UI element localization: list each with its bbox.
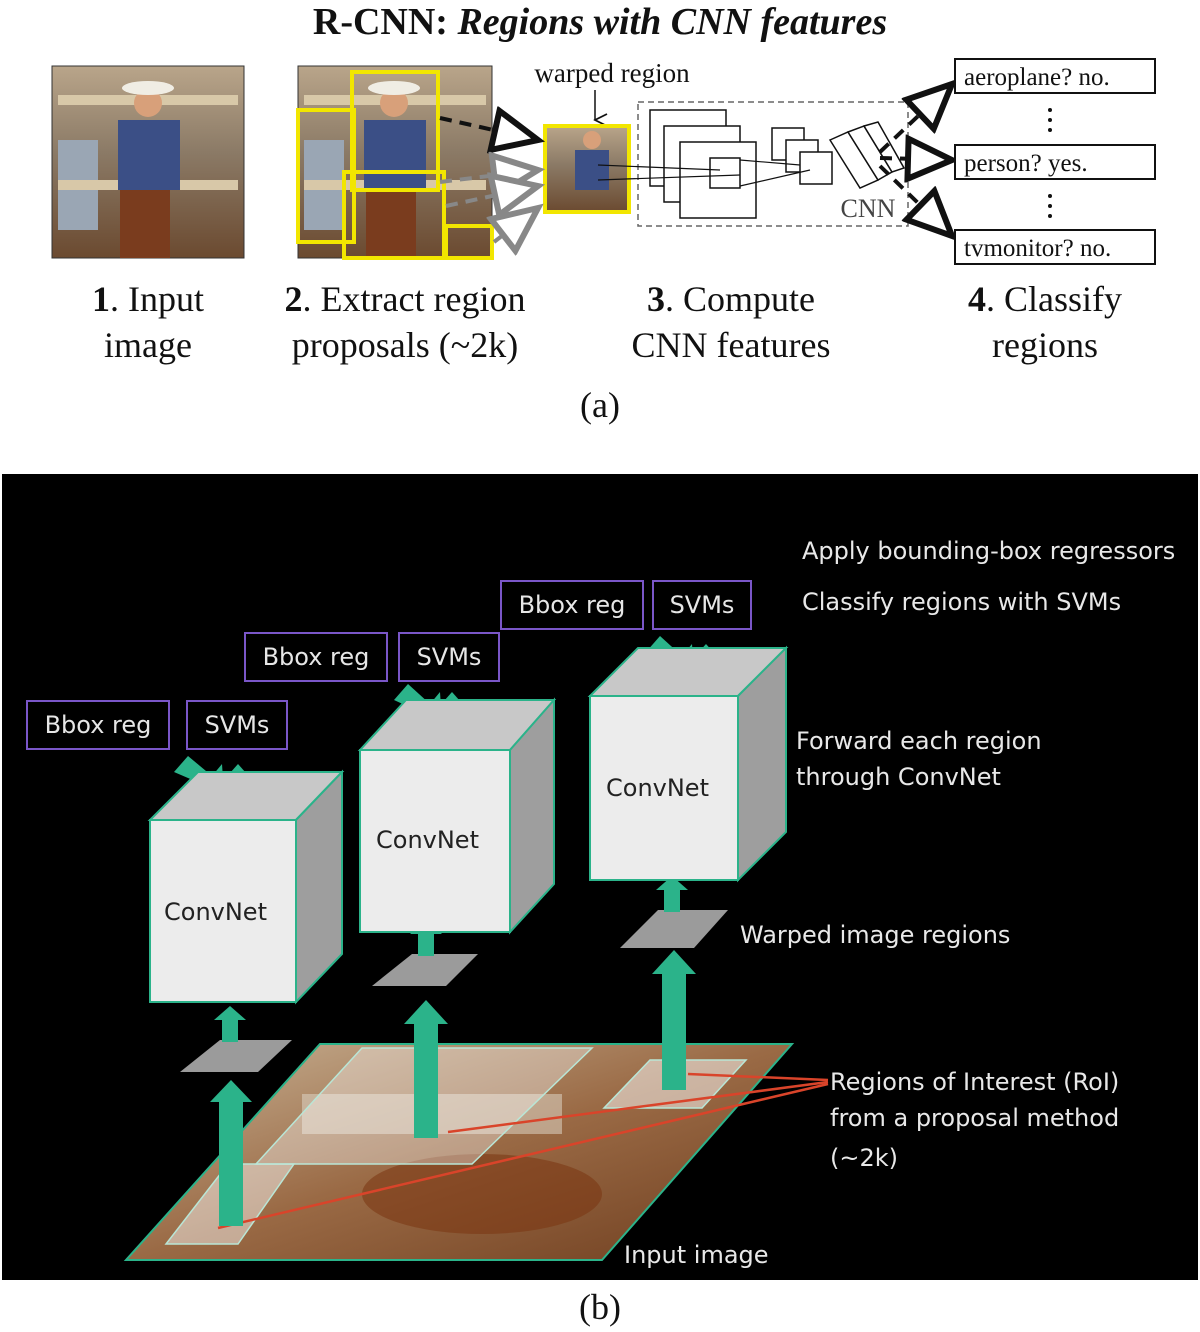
- step-line1: . Input: [110, 279, 204, 319]
- convnet-label-2: ConvNet: [376, 826, 479, 854]
- class-result-tvmonitor: tvmonitor? no.: [954, 229, 1156, 265]
- bbox-reg-box-2: Bbox reg: [244, 632, 388, 682]
- panel-a-caption: (a): [580, 385, 620, 425]
- class-arrow-top: [878, 84, 952, 154]
- title-italic: Regions with CNN features: [457, 1, 888, 43]
- class-result-aeroplane: aeroplane? no.: [954, 58, 1156, 94]
- step-line2: image: [104, 325, 192, 365]
- panel-b-caption: (b): [579, 1287, 621, 1327]
- cnn-layers: [649, 109, 906, 219]
- step-line2: CNN features: [631, 325, 831, 365]
- svms-box-1: SVMs: [186, 700, 288, 750]
- annotation-forward-1: Forward each region: [796, 727, 1042, 755]
- svms-box-3: SVMs: [652, 580, 752, 630]
- step-number: 4: [967, 279, 986, 319]
- proposal-arrow-4: [494, 208, 538, 242]
- annotation-roi-2: from a proposal method: [830, 1104, 1120, 1132]
- annotation-classify-svms: Classify regions with SVMs: [802, 588, 1122, 616]
- ellipsis-dots: [1048, 108, 1052, 218]
- cnn-label: CNN: [841, 194, 896, 223]
- annotation-forward-2: through ConvNet: [796, 763, 1001, 791]
- warped-plate-3: [620, 910, 728, 948]
- annotation-warped-regions: Warped image regions: [740, 921, 1011, 949]
- step-number: 3: [647, 279, 665, 319]
- step-2-caption: 2. Extract region proposals (~2k): [250, 276, 560, 368]
- cnn-connectors: [597, 159, 811, 187]
- step-4-caption: 4. Classify regions: [930, 276, 1160, 368]
- step-line1: . Classify: [985, 279, 1122, 319]
- svms-box-2: SVMs: [398, 632, 500, 682]
- input-image-photo: [51, 65, 245, 259]
- class-arrow-bottom: [878, 164, 952, 236]
- annotation-roi-1: Regions of Interest (RoI): [830, 1068, 1120, 1096]
- warped-plate-2: [372, 954, 478, 986]
- proposal-arrow-3: [445, 186, 538, 206]
- roi-pointer-lines: [217, 1072, 829, 1230]
- warped-plate-1: [180, 1040, 292, 1072]
- bbox-reg-box-1: Bbox reg: [26, 700, 170, 750]
- warped-region-photo: [543, 124, 631, 214]
- convnet-label-3: ConvNet: [606, 774, 709, 802]
- convnet-cube-2: [357, 697, 557, 935]
- rcnn-pipeline-graphic: warped region CNN: [51, 58, 1052, 260]
- step-line1: . Compute: [665, 279, 815, 319]
- annotation-input-image: Input image: [624, 1241, 769, 1269]
- title-bold: R-CNN:: [312, 1, 448, 43]
- convnet-cube-3: [587, 645, 789, 883]
- region-proposals-photo: [297, 65, 493, 259]
- step-line2: proposals (~2k): [291, 325, 519, 365]
- warped-region-label: warped region: [534, 58, 690, 88]
- step-line2: regions: [992, 325, 1098, 365]
- panel-b-graphic: [123, 636, 829, 1261]
- bbox-reg-box-3: Bbox reg: [500, 580, 644, 630]
- proposal-arrow-main: [439, 118, 538, 140]
- annotation-roi-3: (~2k): [830, 1144, 899, 1172]
- step-1-caption: 1. Input image: [48, 276, 248, 368]
- figure-title: R-CNN: Regions with CNN features: [0, 0, 1200, 44]
- class-result-person: person? yes.: [954, 144, 1156, 180]
- panel-b-diagram: ConvNet ConvNet ConvNet Bbox reg SVMs Bb…: [2, 474, 1198, 1280]
- step-3-caption: 3. Compute CNN features: [600, 276, 862, 368]
- step-number: 1: [92, 279, 110, 319]
- convnet-label-1: ConvNet: [164, 898, 267, 926]
- annotation-apply-regressors: Apply bounding-box regressors: [802, 537, 1176, 565]
- convnet-cube-1: [147, 769, 345, 1005]
- step-line1: . Extract region: [302, 279, 526, 319]
- class-arrow-mid: [879, 158, 952, 160]
- step-number: 2: [284, 279, 303, 319]
